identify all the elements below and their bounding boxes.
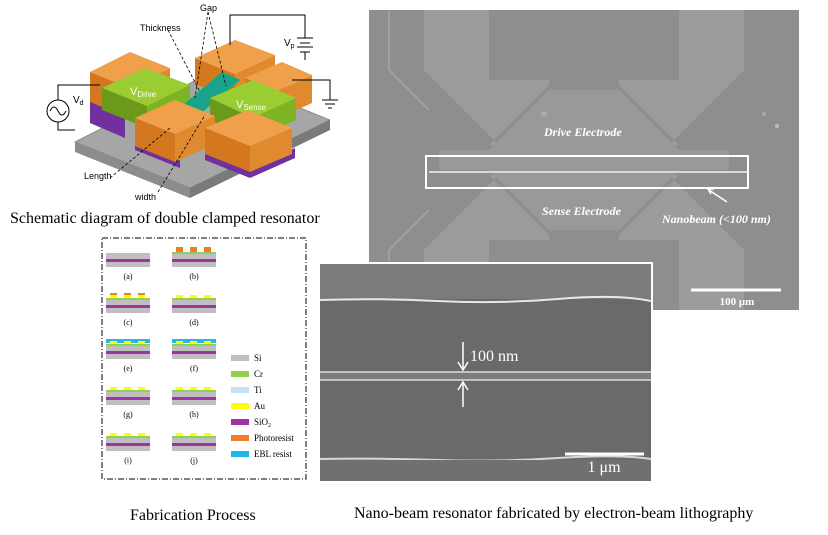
nanobeam-label: Nanobeam (<100 nm) (661, 212, 771, 226)
legend-swatch (231, 355, 249, 361)
substrate-front (75, 142, 190, 198)
legend-swatch (231, 435, 249, 441)
fab-step-f: (f) (172, 339, 216, 373)
fabrication-steps: (a) (b) (c) (d) (e) (f) (g) (h) (i) (j) (106, 247, 216, 465)
fab-step-label: (a) (124, 272, 133, 281)
legend-label: Si (254, 353, 262, 363)
vdrive-label: VDrive (130, 86, 157, 99)
fab-step-label: (b) (189, 272, 199, 281)
pad-front-left (135, 100, 215, 168)
legend-swatch (231, 371, 249, 377)
fab-step-label: (g) (123, 410, 133, 419)
circuit-wires (57, 14, 338, 131)
legend-label: EBL resist (254, 449, 292, 459)
pad-front-right (205, 110, 295, 178)
vsense-label: VSense (236, 99, 267, 112)
gap-arrows-icon (457, 342, 469, 407)
legend-item: Si (231, 353, 262, 363)
legend-label: Photoresist (254, 433, 295, 443)
legend-item: Photoresist (231, 433, 295, 443)
thickness-label: Thickness (140, 23, 181, 33)
resonator-schematic: Thickness Gap Length width Vp Vd VDrive … (46, 3, 338, 202)
fab-step-h: (h) (172, 387, 216, 419)
length-label: Length (84, 171, 112, 181)
legend-swatch (231, 387, 249, 393)
fab-step-label: (i) (124, 456, 132, 465)
legend-label: Ti (254, 385, 262, 395)
gap-label: Gap (200, 3, 217, 13)
width-label: width (134, 192, 156, 202)
fab-step-g: (g) (106, 387, 150, 419)
fabrication-process-panel: (a)(b)(c)(d)(e)(f)(g)(h)(i)(j) SiCrTiAuS… (101, 237, 307, 480)
legend-item: EBL resist (231, 449, 292, 459)
fab-step-label: (f) (190, 364, 198, 373)
legend-label: Cr (254, 369, 263, 379)
sem-image-top: Drive Electrode Sense Electrode Nanobeam… (369, 10, 799, 310)
vd-label: Vd (73, 95, 84, 107)
gap-dimension-label: 100 nm (470, 348, 519, 365)
legend-label: SiO2 (254, 417, 271, 429)
legend-item: Ti (231, 385, 262, 395)
legend-item: Cr (231, 369, 263, 379)
fab-step-c: (c) (106, 293, 150, 327)
fab-step-label: (j) (190, 456, 198, 465)
fabrication-caption: Fabrication Process (130, 507, 256, 524)
fab-step-d: (d) (172, 295, 216, 327)
dimension-pointers (109, 11, 227, 193)
nanobeam-arrow-icon (708, 189, 728, 203)
legend-swatch (231, 451, 249, 457)
sem-image-bottom: 100 nm 1 μm (318, 262, 653, 483)
nanobeam-caption: Nano-beam resonator fabricated by electr… (354, 505, 754, 522)
fab-step-e: (e) (106, 339, 150, 373)
drive-electrode-label: Drive Electrode (543, 125, 622, 139)
scale-bar-label: 100 μm (720, 296, 755, 308)
nanobeam-highlight-box (425, 155, 749, 189)
scale-bar-label: 1 μm (587, 459, 621, 476)
vp-label: Vp (284, 38, 295, 50)
fab-step-i: (i) (106, 433, 150, 465)
upper-edge-line (319, 295, 652, 304)
fab-step-label: (c) (124, 318, 133, 327)
fab-step-a: (a) (106, 253, 150, 281)
ac-source-icon (46, 99, 70, 123)
legend-item: Au (231, 401, 265, 411)
fab-step-label: (d) (189, 318, 199, 327)
legend-item: SiO2 (231, 417, 271, 429)
legend-label: Au (254, 401, 265, 411)
fab-step-label: (h) (189, 410, 199, 419)
fab-step-b: (b) (172, 247, 216, 281)
legend-swatch (231, 403, 249, 409)
legend-swatch (231, 419, 249, 425)
sense-electrode-label: Sense Electrode (542, 204, 622, 218)
fab-step-j: (j) (172, 433, 216, 465)
fab-step-label: (e) (124, 364, 133, 373)
schematic-caption: Schematic diagram of double clamped reso… (10, 210, 320, 227)
